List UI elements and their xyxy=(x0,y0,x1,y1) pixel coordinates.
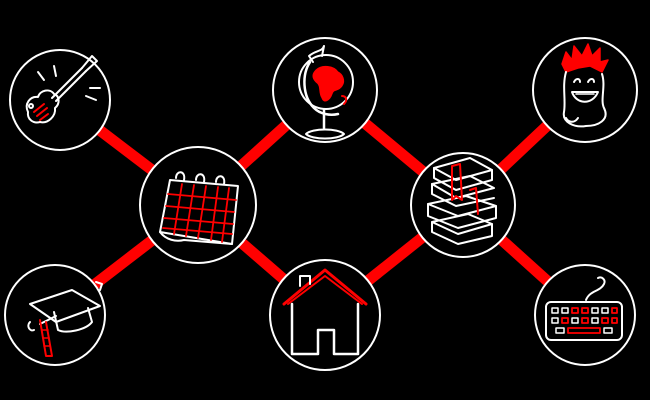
node-books xyxy=(410,152,516,258)
node-calendar xyxy=(139,146,257,264)
node-keyboard xyxy=(534,264,636,366)
node-globe xyxy=(272,37,378,143)
calendar-icon xyxy=(159,171,239,245)
node-mascot xyxy=(532,37,638,143)
node-guitar xyxy=(9,49,111,151)
electric-guitar-icon xyxy=(25,55,101,124)
globe-icon xyxy=(298,45,354,140)
node-graduation xyxy=(4,264,106,366)
book-stack-icon xyxy=(427,157,497,245)
house-icon xyxy=(282,268,368,356)
keyboard-icon xyxy=(545,276,623,341)
cartoon-mascot-icon xyxy=(561,43,609,128)
node-home xyxy=(269,259,381,371)
graduation-cap-icon xyxy=(27,281,103,357)
